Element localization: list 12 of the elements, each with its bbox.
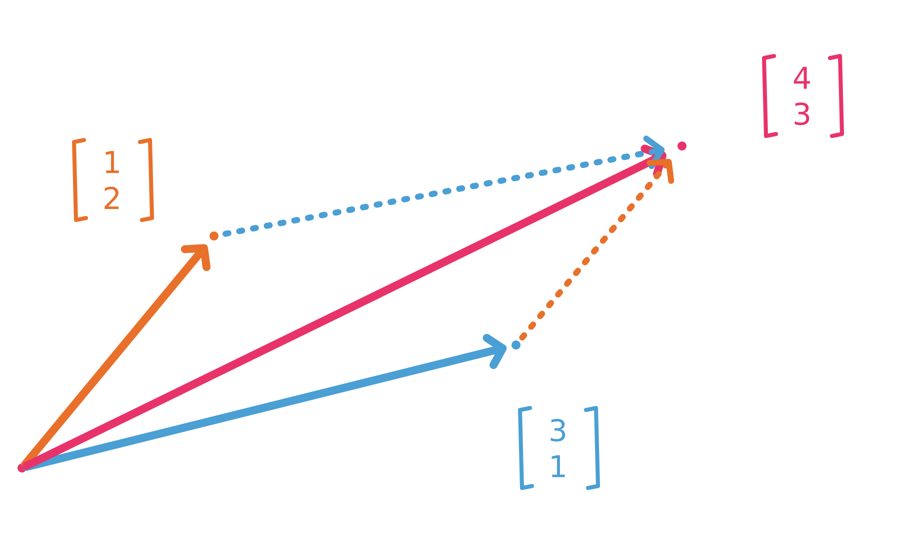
column-vector: 4 3 <box>762 54 844 138</box>
point <box>512 340 520 350</box>
column-vector: 3 1 <box>518 406 600 490</box>
point <box>210 232 218 240</box>
vector-arrow <box>21 244 210 468</box>
point <box>678 142 686 150</box>
vector-arrow <box>222 136 665 237</box>
vector-arrow <box>519 158 674 341</box>
column-vector: 1 2 <box>72 138 154 222</box>
vector-arrow <box>22 334 507 471</box>
vector-arrow <box>22 144 666 470</box>
point <box>18 464 26 472</box>
